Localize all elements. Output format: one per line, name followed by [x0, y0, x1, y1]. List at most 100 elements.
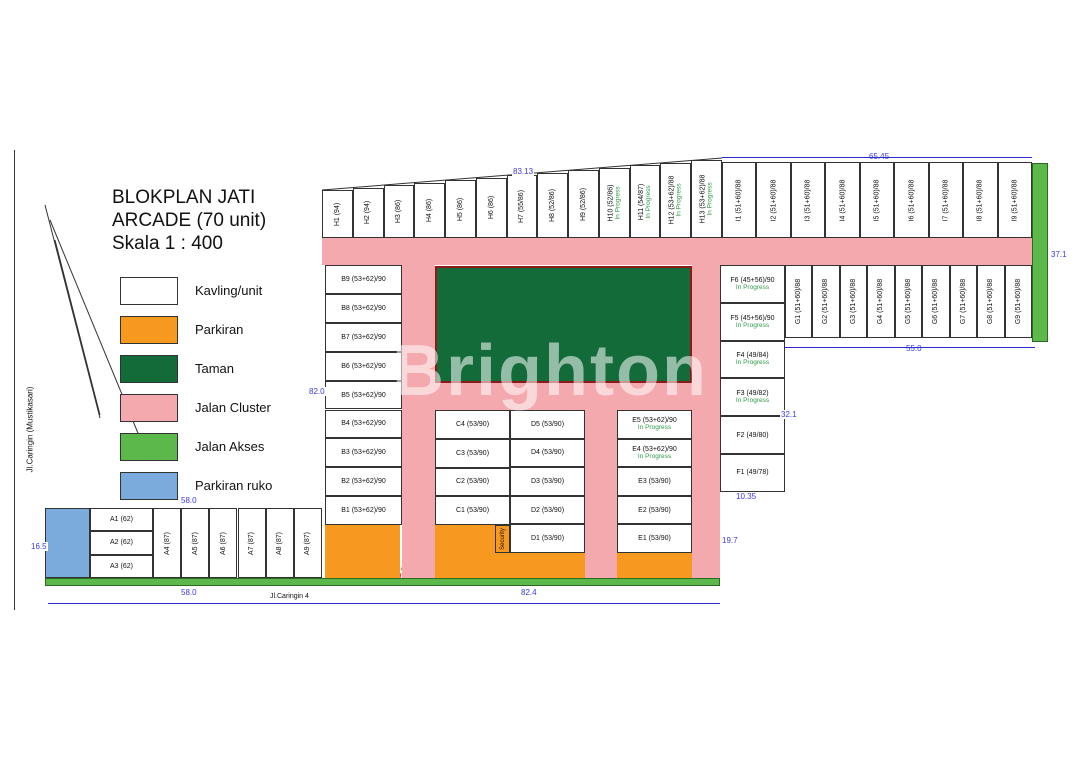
unit-label: D2 (53/90) — [530, 506, 565, 514]
unit-b[interactable]: B6 (53+62)/90 — [325, 351, 402, 381]
unit-a-col[interactable]: A8 (87) — [265, 508, 294, 578]
unit-i[interactable]: I9 (51+60)/88 — [997, 162, 1032, 238]
dimension-line-bottom — [48, 603, 720, 604]
unit-h[interactable]: H11 (54/87)In Progress — [629, 165, 661, 238]
unit-b[interactable]: B7 (53+62)/90 — [325, 322, 402, 352]
unit-label: G6 (51+60)/88 — [932, 278, 940, 325]
unit-i[interactable]: I4 (51+60)/88 — [825, 162, 860, 238]
unit-g[interactable]: G6 (51+60)/88 — [922, 265, 950, 338]
unit-b[interactable]: B1 (53+62)/90 — [325, 496, 402, 526]
unit-a-col[interactable]: A9 (87) — [293, 508, 322, 578]
unit-g[interactable]: G4 (51+60)/88 — [867, 265, 895, 338]
unit-label: H4 (86) — [426, 198, 434, 222]
unit-label: D4 (53/90) — [530, 449, 565, 457]
unit-h[interactable]: H6 (86) — [475, 177, 507, 238]
dim-top-i: 65.45 — [868, 152, 891, 161]
unit-a-row[interactable]: A1 (62) — [90, 508, 153, 532]
unit-d[interactable]: D2 (53/90) — [510, 495, 585, 525]
unit-i[interactable]: I7 (51+60)/88 — [928, 162, 964, 238]
unit-f[interactable]: F2 (49/80) — [720, 416, 785, 454]
unit-g[interactable]: G2 (51+60)/88 — [812, 265, 840, 338]
unit-g[interactable]: G7 (51+60)/88 — [949, 265, 978, 338]
unit-d[interactable]: D5 (53/90) — [510, 410, 585, 439]
legend-label: Parkiran ruko — [195, 478, 273, 493]
unit-c[interactable]: C4 (53/90) — [435, 410, 510, 439]
unit-h[interactable]: H3 (86) — [383, 185, 415, 238]
unit-label: A9 (87) — [304, 531, 312, 555]
unit-a-row[interactable]: A2 (62) — [90, 531, 153, 555]
unit-label: G3 (51+60)/88 — [850, 278, 858, 325]
unit-b[interactable]: B9 (53+62)/90 — [325, 265, 402, 294]
cluster-road-west — [402, 265, 435, 578]
unit-d[interactable]: D1 (53/90) — [510, 524, 585, 553]
unit-a-col[interactable]: A6 (87) — [209, 508, 238, 578]
unit-b[interactable]: B5 (53+62)/90 — [325, 380, 402, 410]
unit-b[interactable]: B2 (53+62)/90 — [325, 467, 402, 497]
unit-label: H9 (52/86) — [580, 187, 588, 221]
unit-label: H1 (94) — [333, 202, 341, 226]
unit-e[interactable]: E3 (53/90) — [617, 467, 692, 496]
unit-label: H8 (52/86) — [549, 188, 557, 222]
unit-c[interactable]: C2 (53/90) — [435, 467, 510, 497]
unit-i[interactable]: I2 (51+60)/88 — [756, 162, 791, 238]
unit-d[interactable]: D3 (53/90) — [510, 467, 585, 496]
unit-h[interactable]: H4 (86) — [414, 182, 446, 238]
legend-swatch — [120, 277, 178, 305]
unit-f[interactable]: F4 (49/84)In Progress — [720, 340, 785, 379]
unit-label: G9 (51+60)/88 — [1014, 278, 1022, 325]
parking-area-3 — [617, 553, 692, 578]
unit-i[interactable]: I6 (51+60)/88 — [894, 162, 929, 238]
unit-label: G1 (51+60)/88 — [795, 278, 803, 325]
dimension-line-top — [722, 157, 1032, 158]
unit-d[interactable]: D4 (53/90) — [510, 438, 585, 468]
dim-a-bottom: 58.0 — [180, 588, 198, 597]
unit-i[interactable]: I5 (51+60)/88 — [859, 162, 895, 238]
unit-h[interactable]: H10 (52/86)In Progress — [598, 167, 630, 238]
unit-g[interactable]: G9 (51+60)/88 — [1004, 265, 1032, 338]
legend-label: Kavling/unit — [195, 283, 263, 298]
unit-b[interactable]: B8 (53+62)/90 — [325, 293, 402, 323]
unit-f[interactable]: F3 (49/82)In Progress — [720, 378, 785, 417]
unit-e[interactable]: E2 (53/90) — [617, 495, 692, 525]
unit-b[interactable]: B3 (53+62)/90 — [325, 438, 402, 468]
unit-h[interactable]: H9 (52/86) — [568, 170, 599, 238]
dim-f-side: 32.1 — [780, 410, 798, 419]
legend-swatch — [120, 472, 178, 500]
unit-a-col[interactable]: A7 (87) — [237, 508, 266, 578]
unit-h[interactable]: H2 (94) — [352, 187, 384, 238]
unit-i[interactable]: I1 (51+60)/88 — [722, 162, 757, 238]
unit-g[interactable]: G1 (51+60)/88 — [785, 265, 813, 338]
unit-g[interactable]: G8 (51+60)/88 — [977, 265, 1005, 338]
cluster-road-middle — [435, 383, 718, 410]
unit-e[interactable]: E1 (53/90) — [617, 524, 692, 553]
unit-label: A8 (87) — [276, 531, 284, 555]
in-progress-label: In Progress — [675, 183, 683, 218]
unit-b[interactable]: B4 (53+62)/90 — [325, 409, 402, 439]
unit-f[interactable]: F1 (49/78) — [720, 454, 785, 492]
unit-c[interactable]: C1 (53/90) — [435, 496, 510, 525]
unit-i[interactable]: I8 (51+60)/88 — [963, 162, 998, 238]
unit-i[interactable]: I3 (51+60)/88 — [790, 162, 826, 238]
unit-h[interactable]: H7 (55/86) — [506, 175, 538, 238]
unit-h[interactable]: H8 (52/86) — [537, 172, 569, 238]
unit-label: B1 (53+62)/90 — [341, 507, 386, 515]
unit-label: B8 (53+62)/90 — [341, 304, 386, 312]
unit-a-row[interactable]: A3 (62) — [90, 554, 153, 578]
unit-c[interactable]: C3 (53/90) — [435, 438, 510, 468]
unit-label: I7 (51+60)/88 — [942, 179, 950, 221]
unit-h[interactable]: H1 (94) — [322, 190, 353, 238]
unit-a-col[interactable]: A5 (87) — [181, 508, 210, 578]
unit-a-col[interactable]: A4 (87) — [153, 508, 182, 578]
unit-g[interactable]: G5 (51+60)/88 — [894, 265, 923, 338]
unit-label: F3 (49/82) — [736, 390, 769, 398]
legend-label: Taman — [195, 361, 235, 376]
unit-h[interactable]: H5 (86) — [445, 180, 476, 238]
plan-title: BLOKPLAN JATI ARCADE (70 unit) Skala 1 :… — [112, 186, 266, 255]
unit-g[interactable]: G3 (51+60)/88 — [839, 265, 868, 338]
